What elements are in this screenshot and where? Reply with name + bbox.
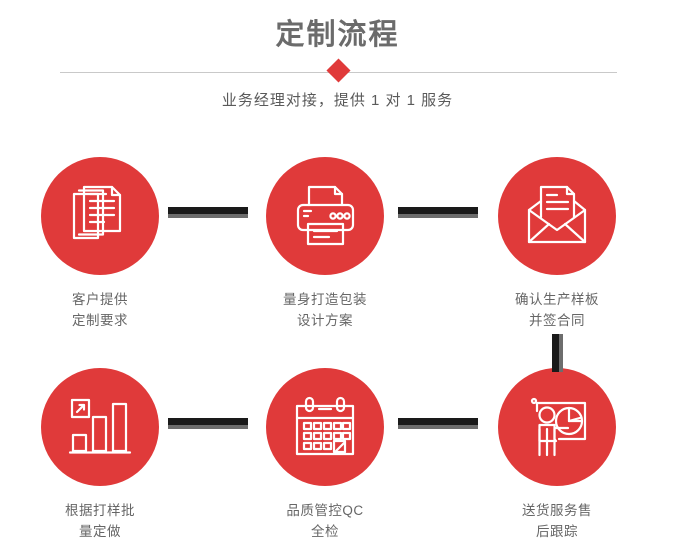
connector-shadow	[398, 425, 478, 429]
flow-step-4-label: 根据打样批 量定做	[65, 503, 135, 539]
connector-step2-step3	[398, 207, 478, 218]
documents-stack-icon	[72, 185, 122, 240]
connector-step1-step2	[168, 207, 248, 218]
connector-bar	[398, 418, 478, 425]
flow-step-3[interactable]: 确认生产样板 并签合同	[482, 157, 632, 331]
flow-step-3-circle	[498, 157, 616, 275]
flow-step-4-circle	[41, 368, 159, 486]
connector-shadow	[398, 214, 478, 218]
connector-shadow	[168, 214, 248, 218]
flow-step-3-label: 确认生产样板 并签合同	[515, 292, 599, 328]
connector-bar	[398, 207, 478, 214]
flow-step-6-circle	[498, 368, 616, 486]
connector-shadow	[559, 334, 563, 372]
page-subtitle: 业务经理对接，提供 1 对 1 服务	[221, 92, 454, 109]
connector-step3-step6	[552, 334, 563, 372]
bar-chart-growth-icon	[68, 398, 132, 454]
diamond-marker-icon	[326, 58, 351, 83]
flow-step-6[interactable]: 送货服务售 后跟踪	[482, 368, 632, 542]
printer-icon	[296, 185, 355, 246]
page-header: 定制流程 业务经理对接，提供 1 对 1 服务	[0, 0, 675, 130]
connector-bar	[168, 207, 248, 214]
connector-shadow	[168, 425, 248, 429]
flow-step-1-circle	[41, 157, 159, 275]
connector-step5-step6	[398, 418, 478, 429]
flow-step-5-label: 品质管控QC 全检	[286, 503, 364, 539]
flow-step-5-circle	[266, 368, 384, 486]
presentation-person-piechart-icon	[530, 397, 587, 457]
flow-step-2[interactable]: 量身打造包装 设计方案	[250, 157, 400, 331]
flow-step-2-label: 量身打造包装 设计方案	[283, 292, 367, 328]
process-flow-diagram: 客户提供 定制要求 量身打造包装 设计方案	[0, 130, 675, 550]
flow-step-2-circle	[266, 157, 384, 275]
envelope-letter-icon	[527, 185, 587, 244]
flow-step-4[interactable]: 根据打样批 量定做	[25, 368, 175, 542]
connector-bar	[552, 334, 559, 372]
connector-bar	[168, 418, 248, 425]
page-title: 定制流程	[275, 19, 400, 51]
flow-step-5[interactable]: 品质管控QC 全检	[250, 368, 400, 542]
flow-step-6-label: 送货服务售 后跟踪	[522, 503, 592, 539]
calendar-icon	[295, 396, 355, 456]
connector-step4-step5	[168, 418, 248, 429]
flow-step-1[interactable]: 客户提供 定制要求	[25, 157, 175, 331]
flow-step-1-label: 客户提供 定制要求	[72, 292, 128, 328]
